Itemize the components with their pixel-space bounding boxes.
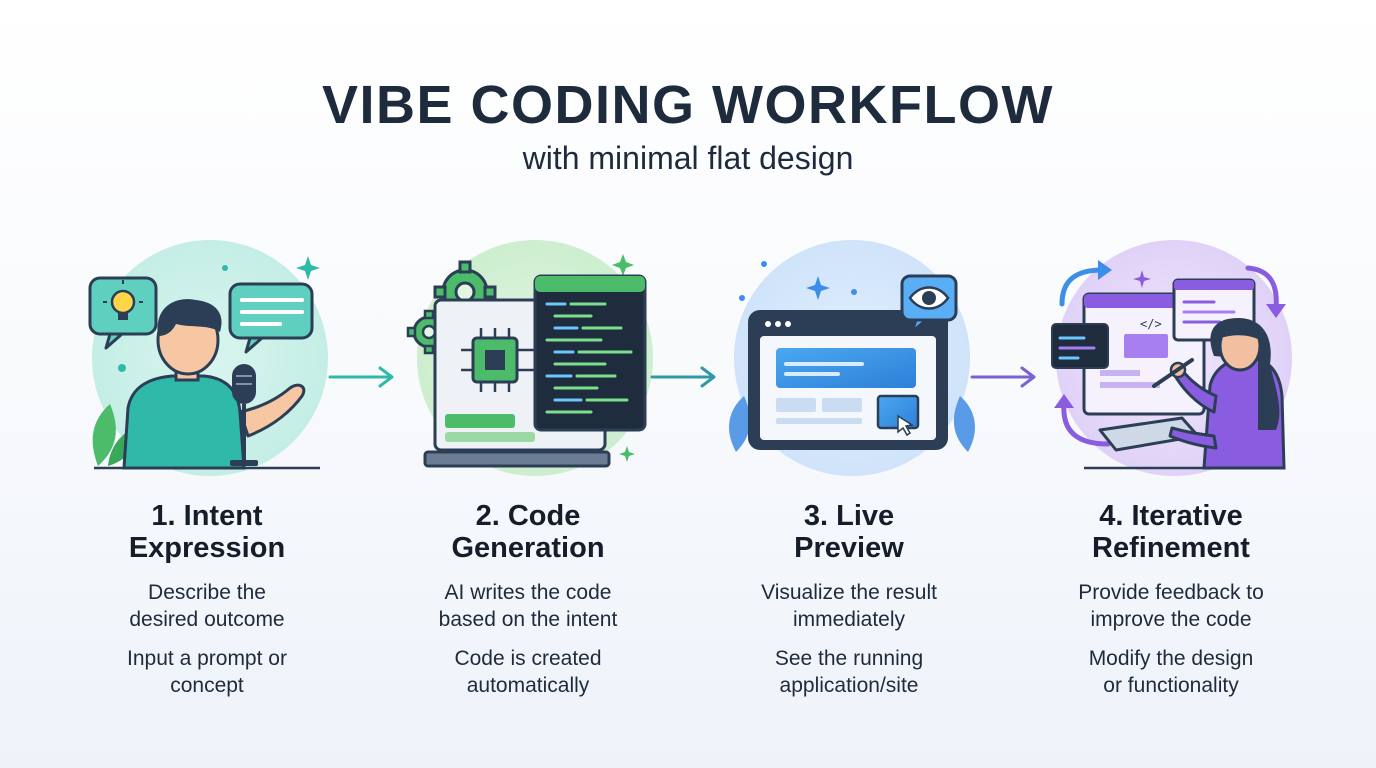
step-detail: Modify the design or functionality [1088,647,1254,697]
step-detail: See the running application/site [774,647,924,697]
arrow-right-icon [650,366,716,388]
arrow-right-icon [328,366,394,388]
person-speaking-into-microphone-icon [88,240,328,476]
step-title: 1. Intent Expression [128,500,286,564]
step-description: AI writes the code based on the intent [438,581,618,631]
svg-text:</>: </> [1140,317,1162,331]
step-live-preview: 3. Live Preview Visualize the result imm… [699,500,999,699]
live-preview-tablet-icon [729,240,975,476]
step-description: Provide feedback to improve the code [1078,581,1264,631]
arrow-right-icon [970,366,1036,388]
step-title: 3. Live Preview [794,500,904,564]
step-title: 2. Code Generation [451,500,605,564]
step-title: 4. Iterative Refinement [1092,500,1250,564]
step-description: Visualize the result immediately [761,581,937,631]
step-detail: Input a prompt or concept [127,647,287,697]
step-intent-expression: 1. Intent Expression Describe the desire… [57,500,357,699]
code-generation-computer-icon [406,240,653,476]
step-detail: Code is created automatically [454,647,602,697]
step-description: Describe the desired outcome [129,581,285,631]
page-subtitle: with minimal flat design [522,140,854,176]
step-iterative-refinement: 4. Iterative Refinement Provide feedback… [1021,500,1321,699]
step-code-generation: 2. Code Generation AI writes the code ba… [378,500,678,699]
page-title: VIBE CODING WORKFLOW [322,75,1054,135]
iterative-refinement-person-icon: </> [1051,240,1292,476]
